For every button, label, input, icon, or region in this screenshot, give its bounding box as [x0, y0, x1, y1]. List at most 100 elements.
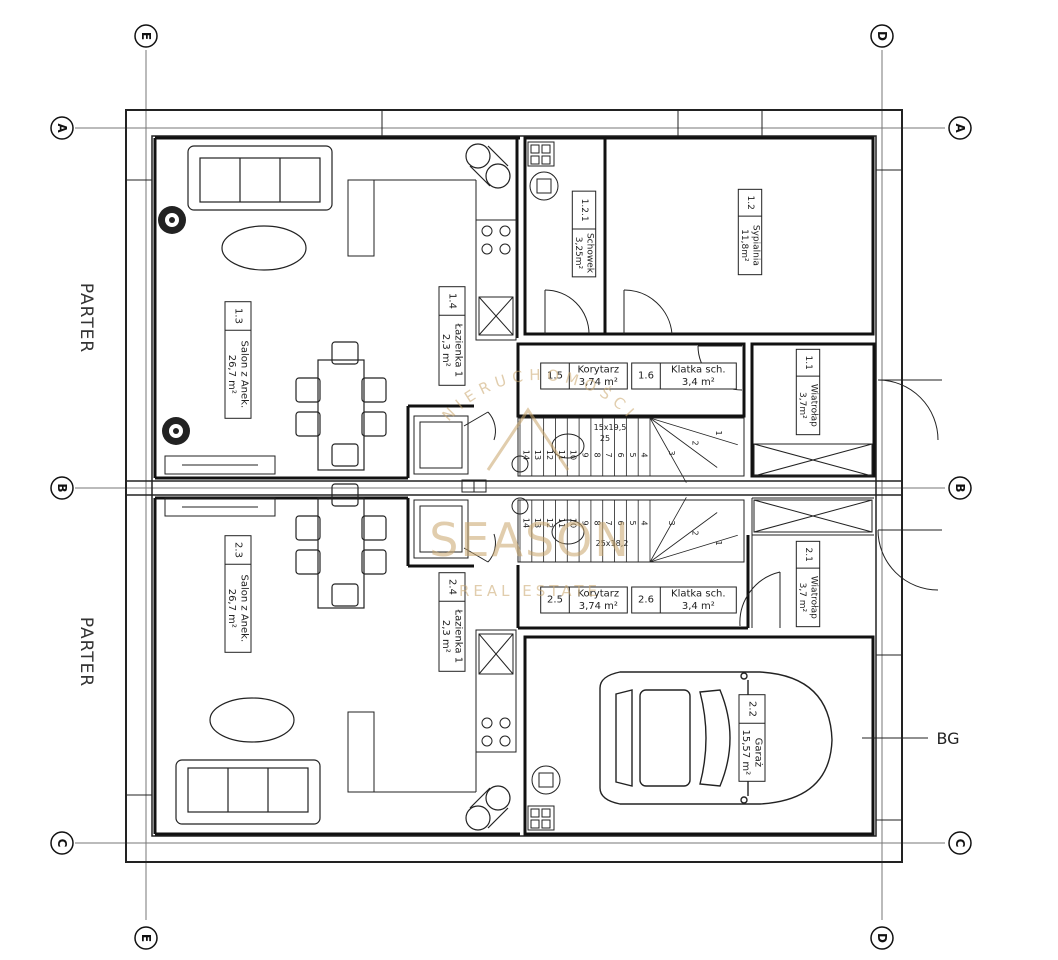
axis-marker-a-left: A — [50, 116, 74, 140]
room-name: Klatka sch. — [671, 589, 726, 600]
room-number: 1.2 — [745, 196, 755, 210]
door-swings — [463, 289, 942, 628]
washer-icon — [465, 143, 511, 189]
rug-icon — [209, 697, 295, 743]
watermark-sub: REAL ESTATE — [459, 582, 601, 600]
room-name: Wiatrołap — [808, 576, 818, 619]
room-label-box — [438, 572, 466, 672]
stair-step-number: 9 — [581, 520, 590, 525]
room-area: 3,74 m² — [579, 377, 618, 388]
stair-step-number: 12 — [545, 450, 554, 460]
axis-marker-label: B — [55, 483, 69, 492]
kitchen-counter-upper — [475, 219, 517, 341]
room-number: 2.3 — [233, 542, 244, 558]
room-area: 3,25m² — [573, 237, 583, 270]
outer-walls — [125, 109, 903, 863]
room-number: 1.4 — [447, 293, 458, 309]
stair-step-number: 3 — [667, 520, 676, 525]
stair-step-number: 12 — [545, 518, 554, 528]
car-icon — [599, 671, 833, 805]
stair-step-number: 5 — [628, 452, 637, 457]
stair-step-number: 3 — [667, 450, 676, 455]
axis-marker-label: D — [875, 933, 889, 943]
room-label-box — [631, 586, 737, 614]
floor-label-lower: PARTER — [76, 617, 96, 687]
inner-walls — [153, 136, 876, 836]
garage-label: BG — [936, 729, 959, 748]
room-area: 26,7 m² — [226, 355, 237, 394]
room-name: Klatka sch. — [671, 365, 726, 376]
room-label-box — [224, 301, 252, 419]
room-label-box — [571, 190, 597, 278]
room-number: 2.6 — [638, 595, 654, 606]
sofa-icon — [175, 759, 321, 825]
thin-walls — [347, 179, 874, 793]
room-label: 2.6 Klatka sch.3,4 m² — [631, 586, 737, 614]
stair-step-number: 2 — [691, 530, 700, 535]
room-label-box — [795, 540, 821, 628]
room-label-box — [224, 535, 252, 653]
room-label-box — [540, 586, 628, 614]
axis-marker-c-right: C — [948, 831, 972, 855]
room-area: 3,4 m² — [682, 377, 715, 388]
room-area: 26,7 m² — [226, 589, 237, 628]
plant-icon — [162, 417, 190, 445]
axis-marker-label: C — [55, 839, 69, 848]
axis-marker-a-right: A — [948, 116, 972, 140]
tv-stand-icon — [164, 497, 276, 517]
sofa-icon — [187, 145, 333, 211]
room-number: 2.2 — [747, 701, 758, 717]
room-number: 2.5 — [547, 595, 563, 606]
room-number: 1.2.1 — [579, 199, 589, 222]
axis-marker-d-bottom: D — [870, 926, 894, 950]
axis-marker-label: E — [139, 934, 153, 942]
stair-step-number: 11 — [557, 518, 566, 528]
stair-step-number: 10 — [569, 450, 578, 460]
room-name: Sypialnia — [750, 225, 760, 266]
room-number: 1.6 — [638, 371, 654, 382]
stair-step-number: 6 — [616, 520, 625, 525]
room-area: 3,4 m² — [682, 601, 715, 612]
axis-marker-label: D — [875, 31, 889, 41]
stair-step-number: 10 — [569, 518, 578, 528]
room-label-box — [438, 286, 466, 386]
rug-icon — [221, 225, 307, 271]
stair-step-number: 7 — [604, 520, 613, 525]
tv-stand-icon — [164, 455, 276, 475]
room-name: Salon z Anek. — [239, 574, 250, 642]
grid-lines — [75, 50, 945, 920]
room-label: 1.6 Klatka sch.3,4 m² — [631, 362, 737, 390]
watermark-brand: SEASON — [429, 513, 631, 567]
room-name: Łazienka 1 — [453, 609, 464, 664]
axis-marker-label: E — [139, 32, 153, 40]
floor-label-upper: PARTER — [76, 283, 96, 353]
stair-step-number: 13 — [533, 450, 542, 460]
axis-marker-e-top: E — [134, 24, 158, 48]
boiler-icon — [527, 765, 561, 831]
room-area: 3,7m² — [797, 392, 807, 419]
stair-step-number: 4 — [640, 452, 649, 457]
room-name: Łazienka 1 — [453, 323, 464, 378]
room-area: 2,3 m² — [440, 334, 451, 367]
stair-step-number: 4 — [640, 520, 649, 525]
stair-step-number: 6 — [616, 452, 625, 457]
room-number: 1.3 — [233, 308, 244, 324]
axis-marker-c-left: C — [50, 831, 74, 855]
axis-marker-label: A — [55, 123, 69, 133]
room-area: 11,8m² — [739, 229, 749, 262]
stair-step-number: 14 — [521, 518, 530, 528]
axis-marker-label: C — [953, 839, 967, 848]
kitchen-counter-lower — [475, 629, 517, 753]
stair-step-number: 5 — [628, 520, 637, 525]
room-name: Wiatrołap — [808, 384, 818, 427]
room-name: Korytarz — [577, 365, 619, 376]
